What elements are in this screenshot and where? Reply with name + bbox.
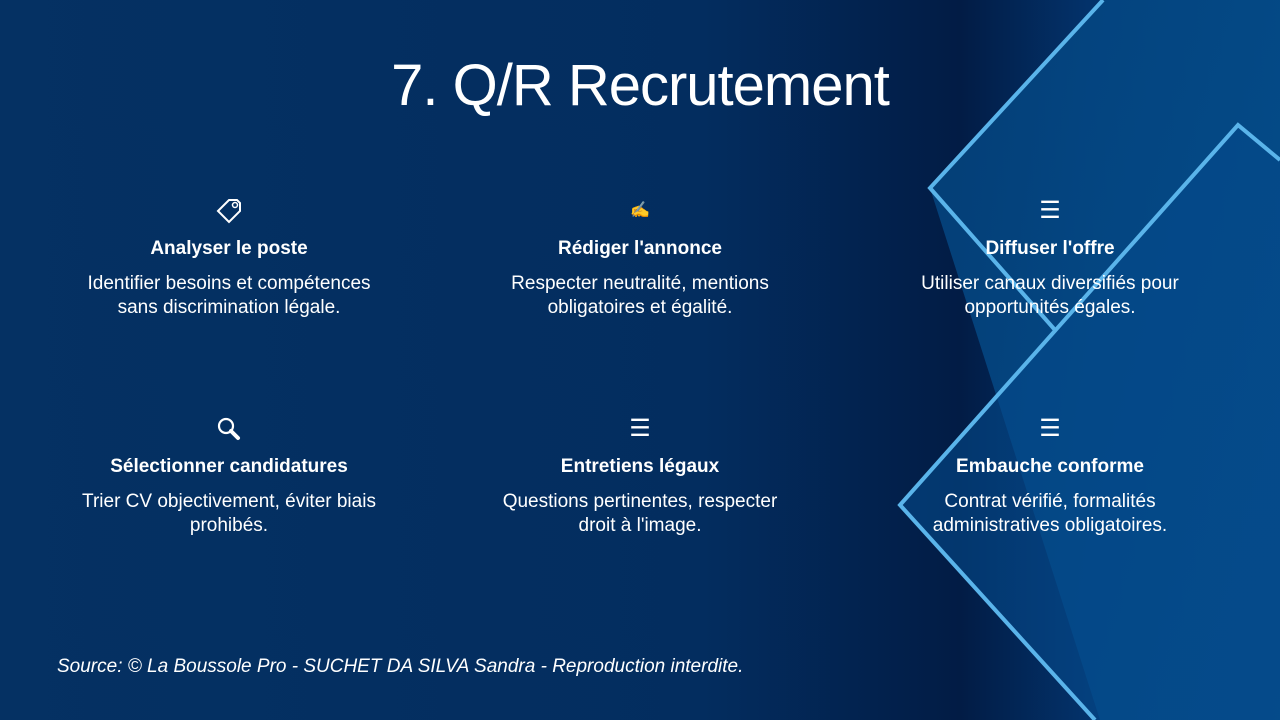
card-description: Utiliser canaux diversifiés pour opportu…	[921, 273, 1179, 318]
card-description: Contrat vérifié, formalités administrati…	[932, 491, 1168, 536]
card-entretiens: ☰ Entretiens légaux Questions pertinente…	[490, 414, 790, 538]
card-title: Entretiens légaux	[560, 456, 720, 477]
card-description: Respecter neutralité, mentions obligatoi…	[511, 273, 769, 318]
list-icon: ☰	[1039, 197, 1061, 224]
tag-icon	[79, 196, 379, 226]
card-selectionner: Sélectionner candidatures Trier CV objec…	[79, 414, 379, 538]
card-title: Embauche conforme	[956, 456, 1144, 477]
list-icon: ☰	[1039, 415, 1061, 442]
card-description: Questions pertinentes, respecter droit à…	[502, 491, 778, 536]
card-embauche: ☰ Embauche conforme Contrat vérifié, for…	[900, 414, 1200, 538]
card-title: Analyser le poste	[150, 238, 308, 259]
card-diffuser: ☰ Diffuser l'offre Utiliser canaux diver…	[900, 196, 1200, 320]
card-analyser: Analyser le poste Identifier besoins et …	[79, 196, 379, 320]
writing-hand-icon: ✍	[630, 202, 650, 219]
card-rediger: ✍ Rédiger l'annonce Respecter neutralité…	[490, 196, 790, 320]
card-title: Diffuser l'offre	[985, 238, 1115, 259]
page-title: 7. Q/R Recrutement	[391, 53, 890, 118]
list-icon: ☰	[629, 415, 651, 442]
card-description: Trier CV objectivement, éviter biais pro…	[82, 491, 376, 536]
magnifier-icon	[79, 414, 379, 444]
card-title: Sélectionner candidatures	[110, 456, 348, 477]
card-description: Identifier besoins et compétences sans d…	[87, 273, 371, 318]
source-footer: Source: © La Boussole Pro - SUCHET DA SI…	[57, 656, 744, 677]
card-title: Rédiger l'annonce	[558, 238, 722, 259]
